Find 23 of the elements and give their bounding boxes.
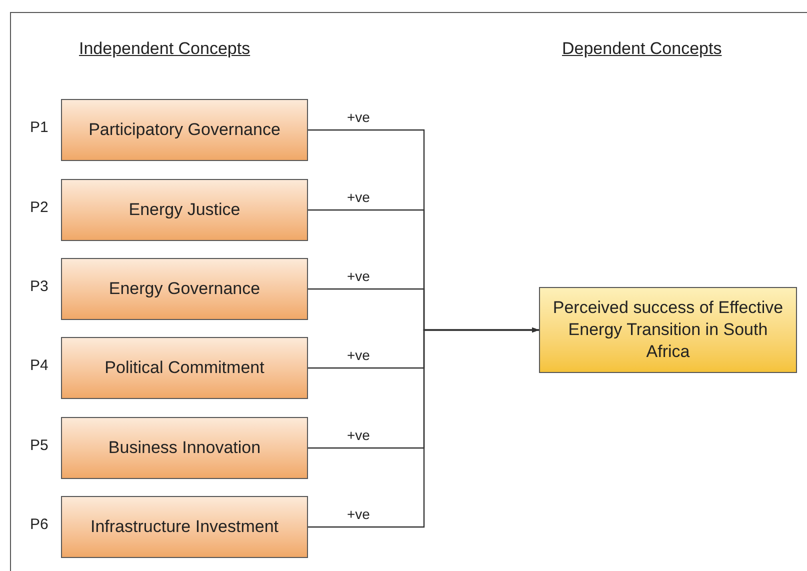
concept-box [61,496,308,558]
proposition-label: P2 [30,198,48,218]
concept-box [61,99,308,161]
box-text: Political Commitment [104,357,264,379]
concept-box [61,258,308,320]
box-text: Energy Justice [128,199,240,221]
concept-box [61,417,308,479]
column-heading: Independent Concepts [79,38,250,60]
concept-box [61,179,308,241]
proposition-label: P6 [30,515,48,535]
proposition-label: P1 [30,118,48,138]
proposition-label: P5 [30,436,48,456]
concept-box [61,337,308,399]
box-text: Perceived success of Effective Energy Transition in South Africa [552,297,784,363]
connector-arrow [308,328,539,528]
box-text: Infrastructure Investment [90,516,279,538]
box-text: Business Innovation [108,437,261,459]
box-text: Participatory Governance [88,119,280,141]
column-heading: Dependent Concepts [562,38,722,60]
proposition-label: P3 [30,277,48,297]
box-text: Energy Governance [108,278,260,300]
outcome-box [539,287,797,373]
proposition-label: P4 [30,356,48,376]
